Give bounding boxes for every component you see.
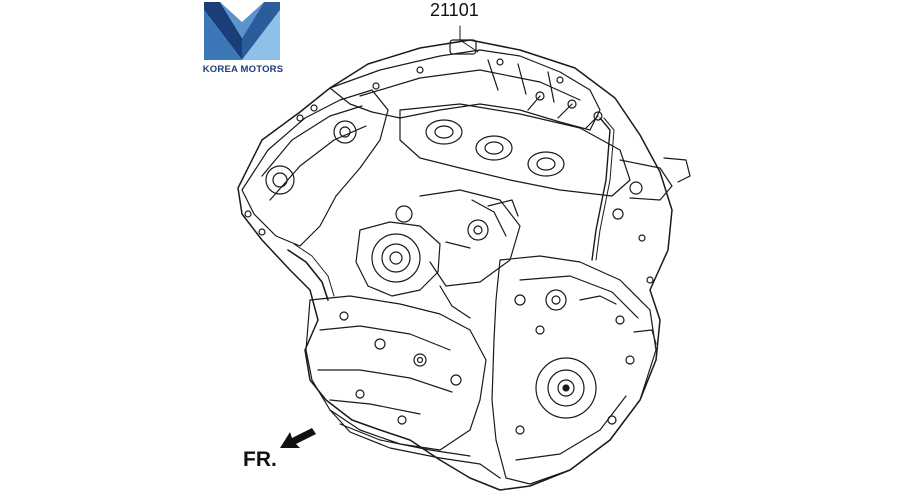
front-direction-arrow-icon xyxy=(280,428,316,448)
part-leader-line xyxy=(459,25,479,53)
korea-motors-logo-icon xyxy=(204,2,280,60)
timing-cover xyxy=(491,255,657,485)
oil-pan xyxy=(329,409,501,479)
front-label: FR. xyxy=(243,448,277,471)
brand-name: KOREA MOTORS xyxy=(202,64,284,75)
dipstick-tube xyxy=(591,117,611,261)
water-housing xyxy=(355,221,441,297)
part-number-label: 21101 xyxy=(430,0,479,20)
left-valve-cover xyxy=(241,89,389,247)
intake-manifold xyxy=(329,49,601,131)
brand-logo: KOREA MOTORS xyxy=(200,0,283,80)
cylinder-head-right xyxy=(399,103,631,197)
engine-block-left xyxy=(305,295,487,451)
